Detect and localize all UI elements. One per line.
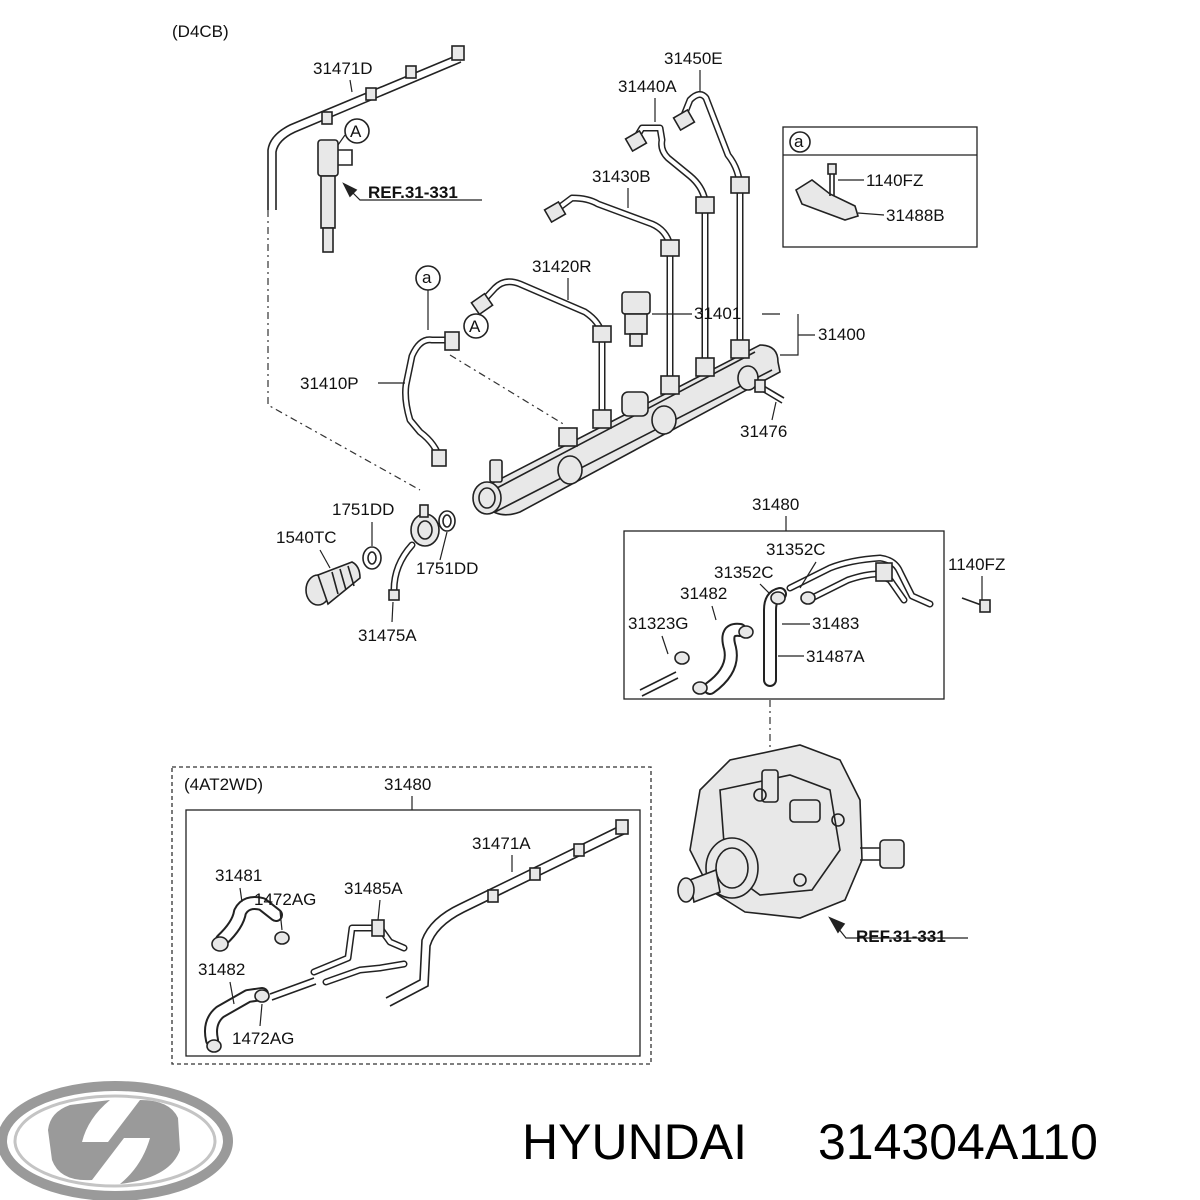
detail-box-a — [782, 126, 978, 248]
label-1540tc: 1540TC — [276, 528, 336, 547]
variant-label-d4cb: (D4CB) — [172, 22, 229, 41]
label-31420r: 31420R — [532, 257, 592, 276]
label-31430b: 31430B — [592, 167, 651, 186]
bolt-31476 — [754, 379, 785, 404]
label-31482-bottom: 31482 — [198, 960, 245, 979]
label-31476: 31476 — [740, 422, 787, 441]
part-number: 314304A110 — [818, 1114, 1098, 1170]
callout-A-top — [344, 118, 370, 144]
label-31480-top: 31480 — [752, 495, 799, 514]
label-1140fz-a: 1140FZ — [866, 171, 923, 190]
banjo-fitting — [362, 504, 456, 601]
return-line-31471d — [267, 45, 465, 210]
dash-leader-mid — [449, 354, 566, 426]
return-hose-box — [623, 530, 945, 700]
label-31401: 31401 — [694, 304, 741, 323]
injector — [317, 139, 353, 253]
label-31481: 31481 — [215, 866, 262, 885]
hose-31487a — [763, 587, 816, 687]
bolt-1140fz-b — [961, 597, 991, 613]
callout-a-box — [789, 131, 811, 153]
pipe-31485a — [310, 919, 408, 986]
callout-A-mid — [463, 313, 489, 339]
hyundai-logo — [0, 1081, 233, 1200]
hose-31482 — [639, 622, 754, 697]
label-31488b: 31488B — [886, 206, 945, 225]
label-1751dd-bottom: 1751DD — [416, 559, 478, 578]
pipe-31430b — [543, 194, 680, 384]
callout-a-box-text: a — [794, 132, 804, 151]
variant-box-4at2wd — [171, 766, 652, 1065]
label-31471d: 31471D — [313, 59, 373, 78]
dash-leader-left — [267, 210, 421, 491]
ref-31-331-top: REF.31-331 — [368, 183, 458, 202]
return-pipe-assembly — [786, 554, 934, 608]
bracket-31488b — [794, 163, 859, 221]
label-1472ag-2: 1472AG — [232, 1029, 294, 1048]
label-1751dd-top: 1751DD — [332, 500, 394, 519]
pipe-31450e — [672, 91, 750, 349]
label-31440a: 31440A — [618, 77, 677, 96]
label-31482-top: 31482 — [680, 584, 727, 603]
label-31352c-1: 31352C — [766, 540, 826, 559]
pipe-31410p — [402, 331, 460, 467]
callout-A-top-text: A — [350, 122, 362, 141]
hose-31482-bottom — [204, 977, 317, 1053]
label-31475a: 31475A — [358, 626, 417, 645]
label-31352c-2: 31352C — [714, 563, 774, 582]
callout-a-mid-text: a — [422, 268, 432, 287]
return-line-31471a — [385, 819, 629, 1007]
bolt-1540tc — [305, 561, 361, 606]
label-31400: 31400 — [818, 325, 865, 344]
pipe-31420r — [470, 278, 612, 424]
label-31480-bottom: 31480 — [384, 775, 431, 794]
label-31471a: 31471A — [472, 834, 531, 853]
label-31483: 31483 — [812, 614, 859, 633]
return-hose-box-4at2wd — [185, 809, 641, 1057]
label-31485a: 31485A — [344, 879, 403, 898]
common-rail-31400 — [472, 339, 781, 516]
label-1140fz-b: 1140FZ — [948, 555, 1005, 574]
pipe-31440a — [624, 124, 715, 364]
label-31323g: 31323G — [628, 614, 689, 633]
label-4at2wd: (4AT2WD) — [184, 775, 263, 794]
label-31450e: 31450E — [664, 49, 723, 68]
hose-31481 — [211, 896, 290, 952]
label-1472ag-1: 1472AG — [254, 890, 316, 909]
label-31487a: 31487A — [806, 647, 865, 666]
high-pressure-pump — [677, 744, 905, 919]
pressure-sensor-31401 — [621, 291, 651, 347]
label-31410p: 31410P — [300, 374, 359, 393]
ref-31-331-bottom: REF.31-331 — [856, 927, 946, 946]
callout-A-mid-text: A — [469, 317, 481, 336]
brand-name: HYUNDAI — [522, 1114, 747, 1170]
